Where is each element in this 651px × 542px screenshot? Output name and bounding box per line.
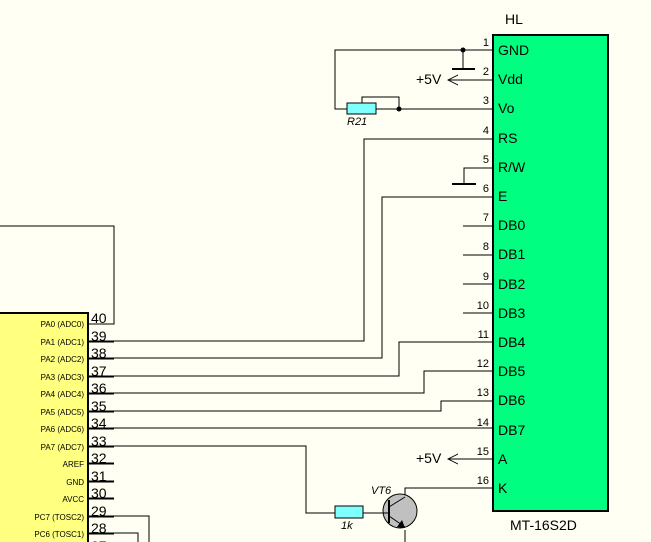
wire-pa3-db4 [88, 341, 493, 377]
wire-gnd-pot [334, 49, 493, 110]
mcu-pin-name: GND [66, 478, 84, 487]
lcd-pin-number: 5 [483, 154, 489, 166]
lcd-pin-number: 12 [477, 358, 489, 370]
mcu-pin-number: 33 [91, 433, 107, 449]
mcu-pin-name: PA2 (ADC2) [41, 355, 85, 364]
lcd-pin-name: A [498, 451, 508, 467]
mcu-pin-number: 28 [91, 520, 107, 536]
mcu-pin-name: PA1 (ADC1) [41, 338, 85, 347]
wires: +5V +5V [0, 47, 493, 542]
lcd-pin-number: 9 [483, 271, 489, 283]
transistor-vt6 [382, 493, 418, 529]
mcu-pin-number: 32 [91, 450, 107, 466]
mcu-pin-name: PA0 (ADC0) [41, 320, 85, 329]
mcu-pin-name: PA7 (ADC7) [41, 443, 85, 452]
lcd-pin-number: 8 [483, 241, 489, 253]
lcd-module-body [492, 34, 609, 512]
lcd-pin-number: 16 [477, 475, 489, 487]
lcd-pin-number: 11 [478, 329, 489, 341]
wire-pot-wiper [361, 96, 400, 109]
lcd-designator: HL [505, 11, 523, 27]
lcd-pin-name: DB3 [498, 305, 525, 321]
lcd-pin-name: DB6 [498, 392, 525, 408]
lcd-pin-number: 4 [483, 125, 489, 137]
lcd-pin-number: 2 [483, 66, 489, 78]
mcu-pin-number: 29 [91, 503, 107, 519]
pot-label: R21 [347, 116, 367, 128]
arrow-icon [446, 453, 459, 465]
mcu-pin-number: 35 [91, 398, 107, 414]
mcu-pin-number: 38 [91, 345, 107, 361]
mcu-pin-number: 36 [91, 380, 107, 396]
lcd-pin-name: RS [498, 130, 517, 146]
lcd-pin-number: 6 [483, 183, 489, 195]
mcu-body [0, 312, 89, 542]
resistor-1k [334, 505, 364, 519]
lcd-pin-name: Vo [498, 100, 515, 116]
transistor-label: VT6 [371, 485, 392, 497]
potentiometer-r21 [346, 102, 377, 115]
wire-pa0 [0, 225, 115, 325]
lcd-pin-name: R/W [498, 159, 526, 175]
mcu-pin-number: 34 [91, 415, 107, 431]
vdd-label: +5V [416, 71, 442, 87]
wire-pa2-e [88, 196, 493, 359]
lcd-pin-name: DB7 [498, 422, 525, 438]
wire-pc6 [88, 532, 139, 542]
mcu-pin-name: AVCC [62, 495, 84, 504]
mcu-pin-name: PA6 (ADC6) [41, 425, 85, 434]
lcd-pin-name: DB1 [498, 246, 525, 262]
resistor-label: 1k [341, 520, 353, 532]
a-supply-label: +5V [416, 450, 442, 466]
wire-pa5-db6 [88, 400, 493, 412]
mcu-pin-name: PA5 (ADC5) [41, 408, 85, 417]
mcu-pin-number: 27 [91, 538, 107, 542]
mcu-pin-name: AREF [63, 460, 84, 469]
lcd-pin-number: 3 [483, 95, 489, 107]
lcd-pin-number: 7 [483, 212, 489, 224]
lcd-pin-name: GND [498, 42, 529, 58]
wire-pa4-db5 [88, 370, 493, 394]
mcu-pin-number: 40 [91, 310, 107, 326]
lcd-pin-name: DB0 [498, 217, 525, 233]
lcd-part-number: MT-16S2D [510, 517, 577, 533]
arrow-icon [446, 74, 459, 86]
mcu-pin-name: PA3 (ADC3) [41, 373, 85, 382]
lcd-pin-number: 10 [477, 300, 489, 312]
lcd-pin-number: 14 [477, 417, 489, 429]
lcd-pin-name: Vdd [498, 71, 523, 87]
mcu-pin-number: 37 [91, 363, 107, 379]
wire-rw [463, 167, 493, 183]
mcu-pin-name: PC7 (TOSC2) [34, 513, 84, 522]
junction-dot [396, 106, 402, 112]
lcd-pin-number: 15 [477, 446, 489, 458]
mcu-pin-number: 30 [91, 485, 107, 501]
lcd-pin-name: E [498, 188, 507, 204]
wire-pa7-base [88, 445, 335, 514]
lcd-pin-number: 1 [483, 37, 489, 49]
mcu-pin-number: 31 [91, 468, 107, 484]
lcd-pin-name: K [498, 480, 508, 496]
mcu-pin-name: PA4 (ADC4) [41, 390, 85, 399]
lcd-pin-number: 13 [477, 387, 489, 399]
wire-pa1-rs [88, 138, 493, 342]
wire-pc7 [88, 515, 150, 542]
mcu-pin-name: PC6 (TOSC1) [34, 530, 84, 539]
lcd-pin-name: DB5 [498, 363, 525, 379]
lcd-pin-name: DB2 [498, 276, 525, 292]
wire-k [404, 487, 493, 497]
lcd-pin-name: DB4 [498, 334, 525, 350]
mcu-pin-number: 39 [91, 328, 107, 344]
